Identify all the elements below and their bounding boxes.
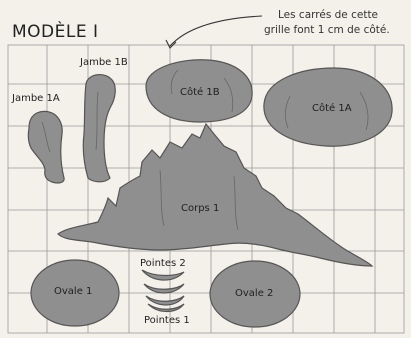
leg-1a-shape — [27, 110, 65, 184]
spike-1-top-shape — [145, 295, 185, 306]
oval-2-shape — [209, 260, 301, 328]
spike-1-bottom-shape — [147, 303, 185, 313]
label-cote-1a: Côté 1A — [312, 103, 352, 114]
body-1-shape — [57, 122, 374, 267]
label-jambe-1a: Jambe 1A — [12, 93, 60, 104]
label-pointes-1: Pointes 1 — [144, 315, 190, 326]
scale-note-line-2: grille font 1 cm de côté. — [264, 24, 390, 36]
shading-strokes — [41, 69, 369, 231]
label-corps-1: Corps 1 — [181, 203, 220, 214]
label-jambe-1b: Jambe 1B — [80, 57, 128, 68]
leg-1b-shape — [82, 74, 116, 183]
page-title: MODÈLE I — [12, 22, 99, 42]
label-pointes-2: Pointes 2 — [140, 258, 186, 269]
label-ovale-2: Ovale 2 — [235, 288, 274, 299]
spike-2-bottom-shape — [143, 283, 185, 294]
grid-border — [7, 44, 405, 334]
pointer-arrow — [169, 15, 263, 47]
side-1a-shape — [263, 67, 393, 147]
label-ovale-1: Ovale 1 — [54, 286, 93, 297]
scale-note: Les carrés de cette grille font 1 cm de … — [264, 8, 409, 38]
side-1b-shape — [145, 59, 253, 123]
scale-note-line-1: Les carrés de cette — [278, 9, 379, 21]
spike-2-top-shape — [141, 269, 185, 281]
oval-1-shape — [30, 259, 120, 327]
label-cote-1b: Côté 1B — [180, 87, 220, 98]
